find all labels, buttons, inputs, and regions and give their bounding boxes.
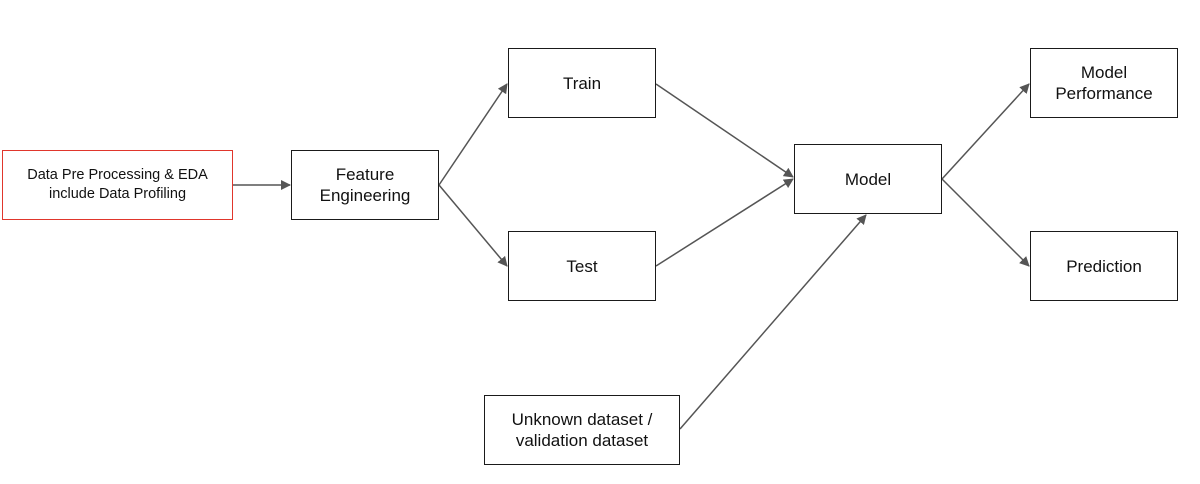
train-node: Train (508, 48, 656, 118)
edge-fe-to-test (438, 184, 508, 267)
test-label: Test (566, 256, 598, 276)
test-node: Test (508, 231, 656, 301)
data-preprocessing-eda-label: Data Pre Processing & EDA include Data P… (27, 167, 208, 202)
model-label: Model (844, 169, 892, 189)
prediction-label: Prediction (1066, 256, 1142, 276)
train-label: Train (562, 73, 602, 93)
edge-test-to-model (655, 178, 794, 267)
edge-unknown-to-model (679, 214, 867, 430)
unknown-validation-dataset-node: Unknown dataset / validation dataset (484, 395, 680, 465)
model-performance-label: Model Performance (1055, 63, 1153, 103)
model-node: Model (794, 144, 942, 214)
feature-engineering-node: Feature Engineering (291, 150, 439, 220)
feature-engineering-label: Feature Engineering (319, 165, 411, 205)
edge-train-to-model (655, 83, 794, 178)
data-preprocessing-eda-node: Data Pre Processing & EDA include Data P… (2, 150, 233, 220)
unknown-validation-dataset-label: Unknown dataset / validation dataset (511, 410, 653, 450)
edge-model-to-perf (941, 83, 1030, 180)
model-performance-node: Model Performance (1030, 48, 1178, 118)
prediction-node: Prediction (1030, 231, 1178, 301)
edge-fe-to-train (438, 83, 508, 186)
edge-model-to-pred (941, 178, 1030, 267)
